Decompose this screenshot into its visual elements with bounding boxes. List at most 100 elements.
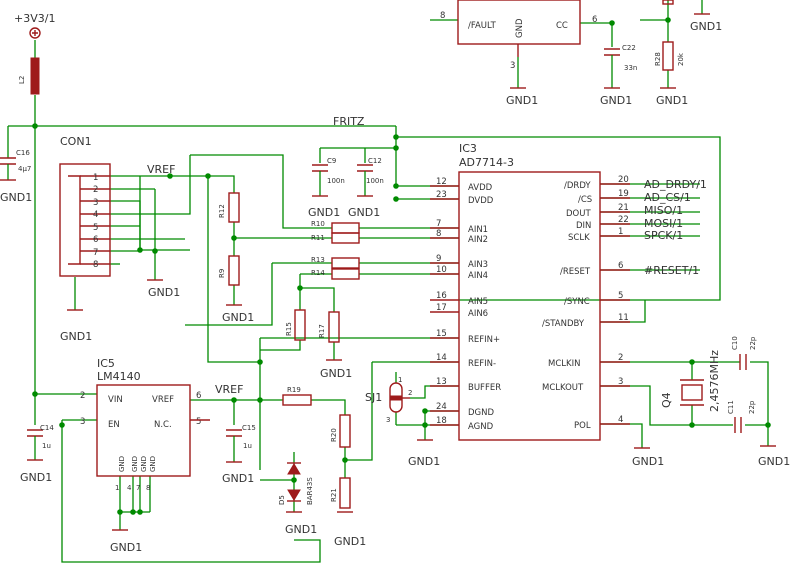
net-label-fritz: FRITZ — [333, 115, 365, 128]
resistor-r19 — [282, 394, 312, 406]
svg-text:/DRDY: /DRDY — [564, 181, 591, 191]
ic3-left-pin-names: AVDD DVDD AIN1 AIN2 AIN3 AIN4 AIN5 AIN6 … — [468, 183, 501, 432]
top-chip-pin-cc: 6 — [592, 15, 597, 25]
resistor-r10 — [331, 222, 360, 234]
svg-text:6: 6 — [93, 235, 98, 245]
resistor-r28 — [662, 41, 674, 71]
top-chip-gnd: GND — [515, 18, 525, 38]
svg-text:SPCK/1: SPCK/1 — [644, 229, 683, 242]
c16-value: 4µ7 — [18, 165, 31, 173]
r17-label: R17 — [318, 324, 326, 338]
resistor-r13 — [331, 257, 360, 269]
svg-text:24: 24 — [436, 402, 447, 412]
top-chip-pin-fault: 8 — [440, 11, 445, 21]
c14-value: 1u — [42, 442, 51, 450]
svg-text:4: 4 — [93, 210, 98, 220]
ic3-left-pin-numbers: 12 23 7 8 9 10 16 17 15 14 13 24 18 — [436, 177, 447, 426]
resistor-r21 — [339, 477, 351, 509]
inductor-l2 — [30, 57, 40, 95]
svg-text:7: 7 — [136, 484, 140, 492]
resistor-r20 — [339, 414, 351, 448]
svg-text:1: 1 — [618, 227, 623, 237]
r15-label: R15 — [285, 322, 293, 336]
junctions — [32, 17, 771, 515]
d5-label: D5 — [278, 495, 286, 505]
svg-text:7: 7 — [93, 248, 98, 258]
svg-text:4: 4 — [618, 415, 623, 425]
wires — [7, 0, 769, 563]
svg-text:3: 3 — [80, 417, 85, 427]
c14-label: C14 — [40, 424, 54, 432]
c12-value: 100n — [366, 177, 384, 185]
solder-jumper-sj1 — [389, 382, 410, 413]
svg-text:AD_DRDY/1: AD_DRDY/1 — [644, 178, 707, 191]
svg-text:DIN: DIN — [576, 221, 591, 231]
resistor-r12 — [228, 192, 240, 223]
c22-label: C22 — [622, 44, 636, 52]
ic3-body — [458, 171, 601, 441]
svg-text:AIN4: AIN4 — [468, 271, 488, 281]
svg-text:AD_CS/1: AD_CS/1 — [644, 191, 691, 204]
svg-text:GND1: GND1 — [334, 535, 366, 548]
svg-text:EN: EN — [108, 420, 120, 430]
svg-text:8: 8 — [93, 260, 98, 270]
svg-text:GND: GND — [140, 456, 148, 472]
ic3-right-pin-names: /DRDY /CS DOUT DIN SCLK /RESET /SYNC /ST… — [542, 181, 592, 431]
svg-text:VIN: VIN — [108, 395, 123, 405]
ground-labels: GND1 GND1 GND1 GND1 GND1 GND1 GND1 GND1 … — [0, 20, 790, 554]
capacitor-c15 — [226, 429, 242, 462]
sj1-label: SJ1 — [365, 391, 382, 404]
resistor-r9 — [228, 255, 240, 286]
net-label-vref-out: VREF — [215, 383, 243, 396]
connector-con1 — [59, 163, 111, 277]
l2-label: L2 — [18, 76, 26, 84]
svg-text:DOUT: DOUT — [566, 209, 591, 219]
svg-text:4: 4 — [127, 484, 132, 492]
svg-text:21: 21 — [618, 203, 629, 213]
resistor-r14 — [331, 268, 360, 280]
svg-text:3: 3 — [93, 198, 98, 208]
net-label-3v3: +3V3/1 — [14, 12, 55, 25]
ic3-right-pin-stubs — [600, 183, 630, 425]
q4-value: 2,4576MHz — [708, 350, 721, 412]
r10-label: R10 — [311, 220, 325, 228]
svg-text:5: 5 — [618, 291, 623, 301]
r9-label: R9 — [218, 269, 226, 278]
svg-text:GND: GND — [118, 456, 126, 472]
svg-text:AIN5: AIN5 — [468, 297, 488, 307]
svg-text:2: 2 — [93, 185, 98, 195]
svg-text:REFIN+: REFIN+ — [468, 335, 500, 345]
resistor-r17 — [328, 311, 340, 343]
c11-label: C11 — [727, 400, 735, 414]
c9-label: C9 — [327, 157, 336, 165]
svg-text:2: 2 — [618, 353, 623, 363]
ic5-body — [96, 384, 191, 477]
ic3-part: AD7714-3 — [459, 156, 514, 169]
svg-text:/RESET: /RESET — [560, 267, 591, 277]
con1-pin-numbers: 1 2 3 4 5 6 7 8 — [93, 173, 98, 270]
svg-text:AGND: AGND — [468, 422, 494, 432]
svg-text:8: 8 — [436, 229, 441, 239]
svg-text:14: 14 — [436, 353, 447, 363]
r12-label: R12 — [218, 204, 226, 218]
d5-value: BAR43S — [306, 477, 314, 505]
svg-text:22: 22 — [618, 215, 629, 225]
sj1-pin3: 3 — [386, 416, 390, 424]
c9-value: 100n — [327, 177, 345, 185]
svg-text:VREF: VREF — [152, 395, 174, 405]
capacitor-c9 — [312, 164, 328, 196]
svg-text:10: 10 — [436, 265, 447, 275]
ic3-right-pin-numbers: 20 19 21 22 1 6 5 11 2 3 4 — [618, 175, 629, 425]
svg-text:GND: GND — [131, 456, 139, 472]
svg-text:GND1: GND1 — [758, 455, 790, 468]
capacitor-c11 — [734, 417, 742, 433]
resistor-top-partial — [662, 0, 674, 5]
top-chip-cc: CC — [556, 21, 568, 31]
supply-3v3-symbol — [29, 27, 41, 39]
svg-text:11: 11 — [618, 313, 629, 323]
svg-text:1: 1 — [115, 484, 119, 492]
resistor-r11 — [331, 232, 360, 244]
svg-text:AIN1: AIN1 — [468, 225, 488, 235]
diode-d5 — [287, 462, 301, 502]
